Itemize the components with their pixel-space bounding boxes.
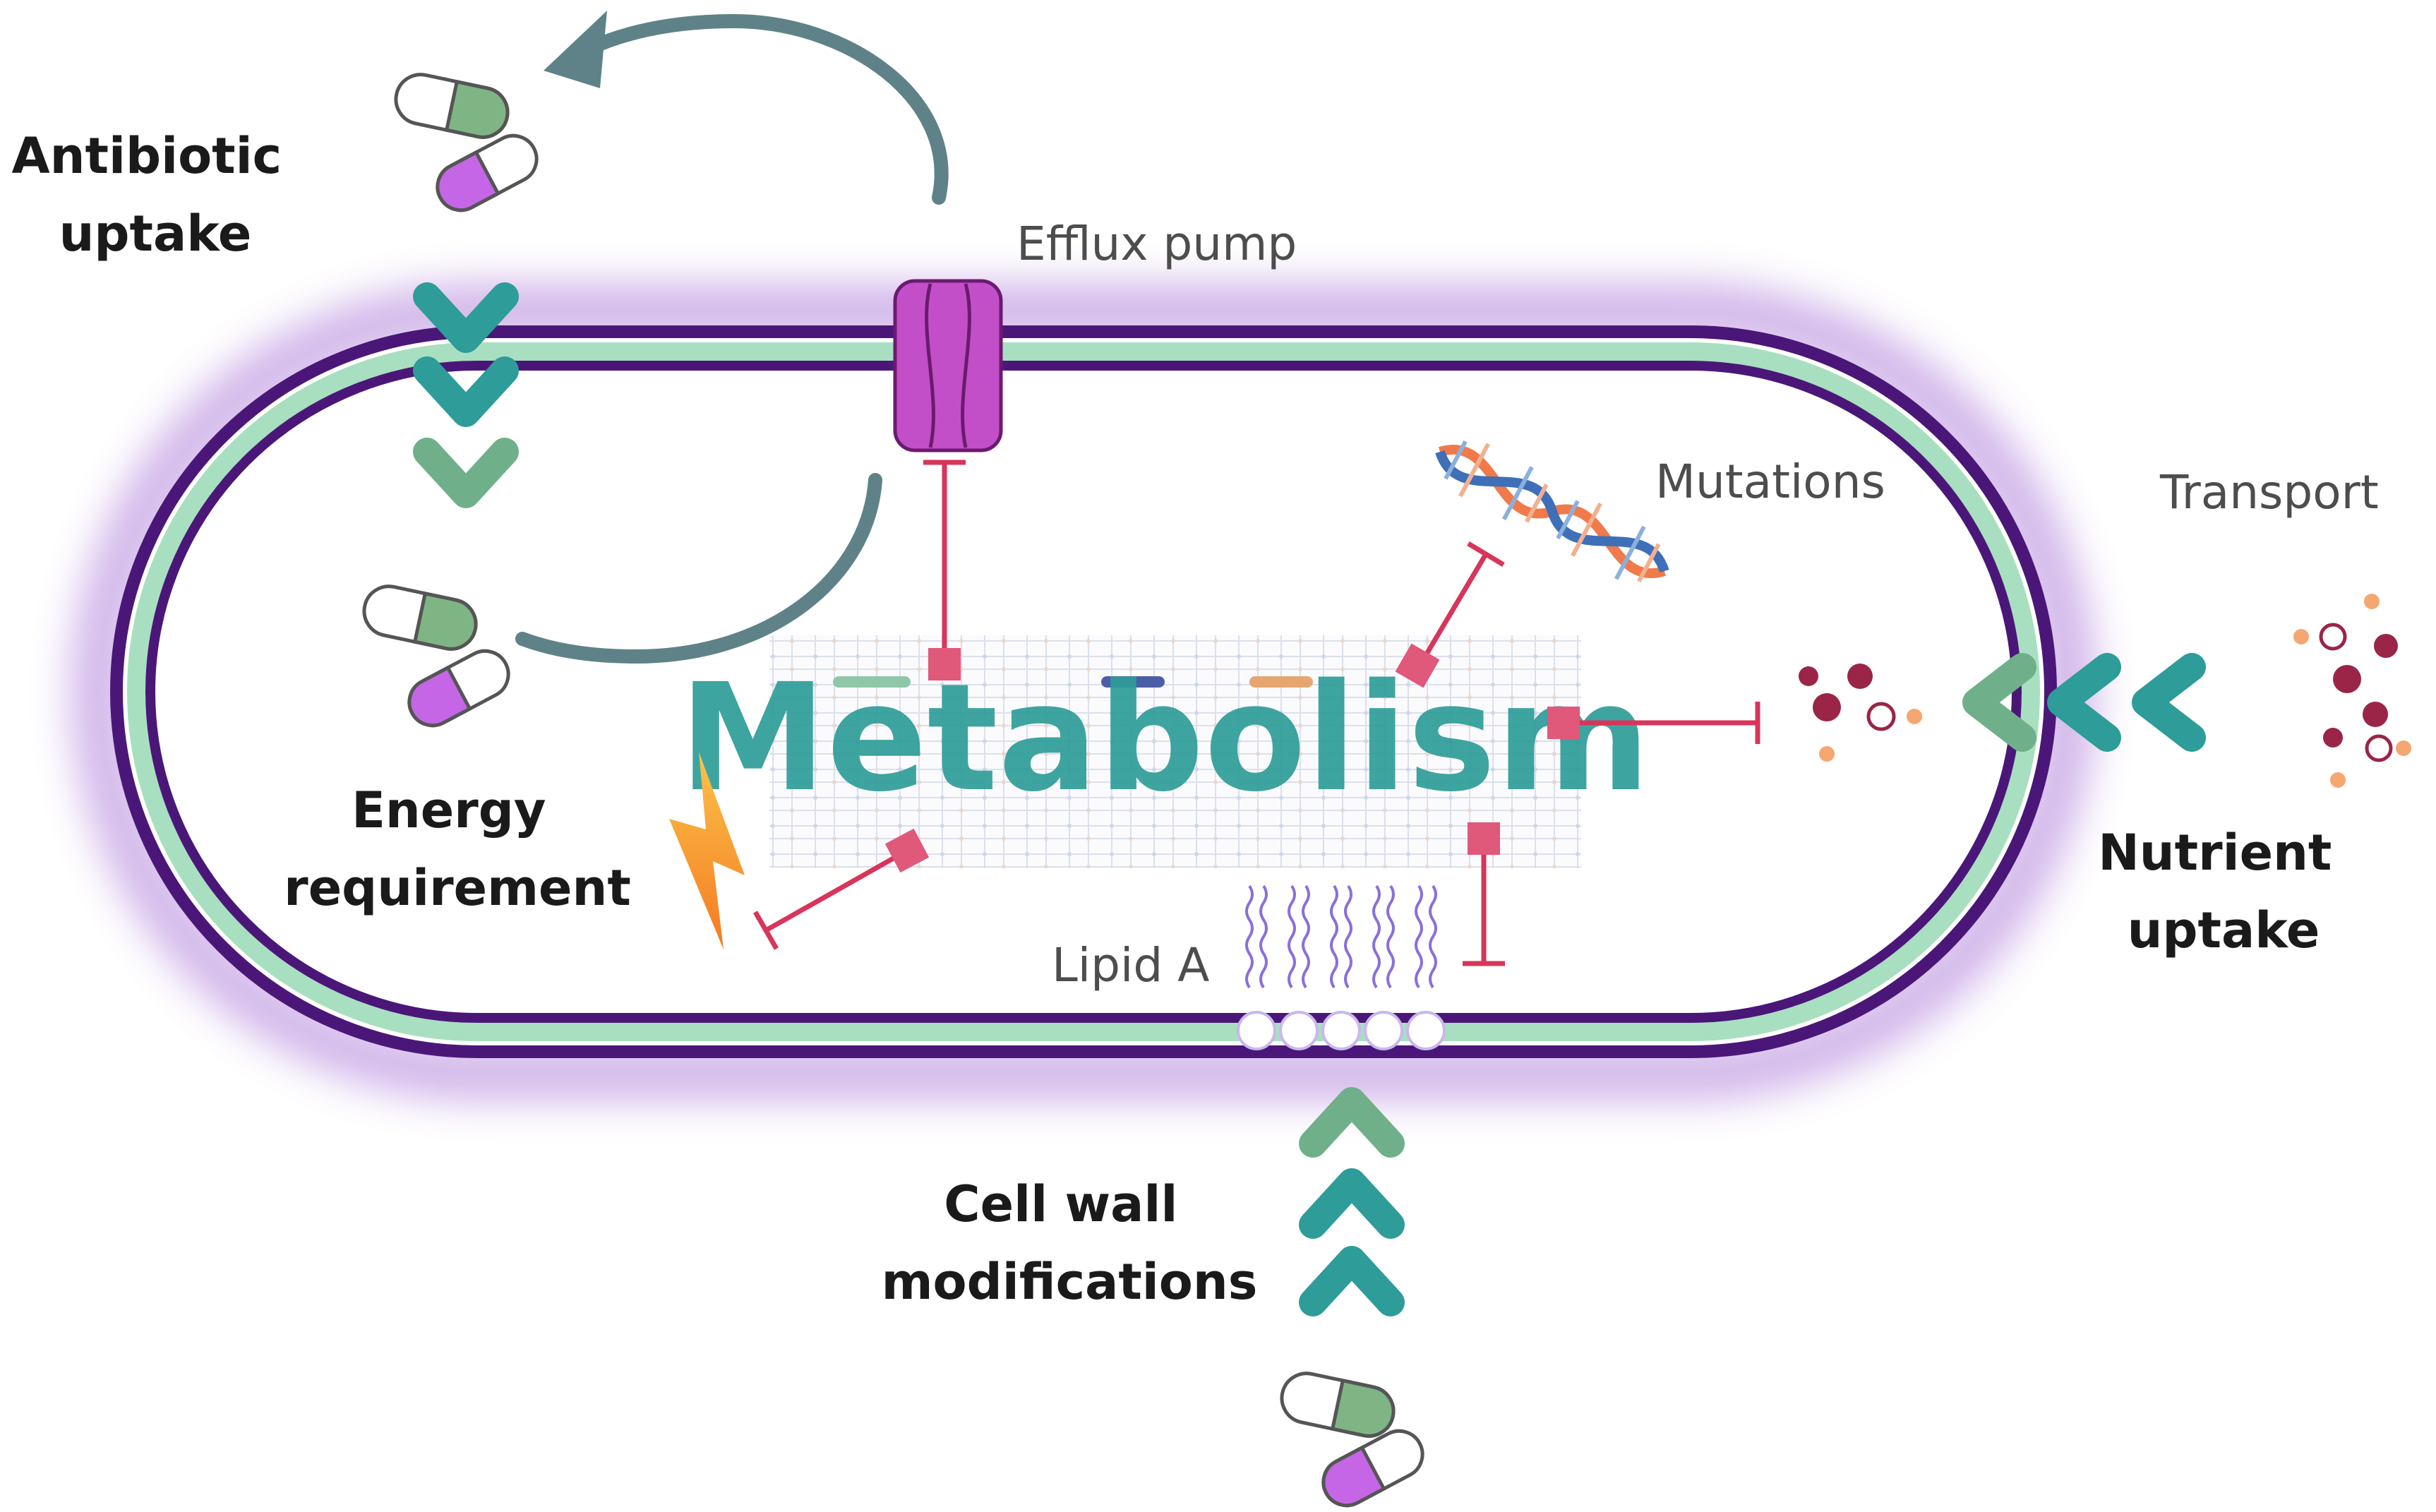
- chevron-icon: [413, 282, 519, 353]
- chevron-icon: [1962, 653, 2036, 752]
- cell-wall-modifications-label: Cell wall modifications: [882, 1175, 1258, 1311]
- dna-helix-icon: [1435, 440, 1669, 583]
- metabolic-map-background: [769, 635, 1581, 868]
- map-bar: [1249, 676, 1313, 688]
- uptake-chevrons: [413, 282, 519, 508]
- antibiotic-uptake-label: Antibiotic uptake: [12, 127, 299, 263]
- chevron-icon: [2132, 653, 2206, 752]
- lipid-a-label: Lipid A: [1052, 938, 1209, 992]
- inhibition-arrow-icon: [1395, 541, 1505, 688]
- chevron-icon: [1299, 1246, 1405, 1316]
- mutations-label: Mutations: [1655, 455, 1885, 509]
- periplasm-layer: [127, 342, 2040, 1041]
- inhibition-arrow-icon: [1547, 702, 1760, 744]
- energy-requirement-label: Energy requirement: [284, 781, 631, 917]
- pill-capsule-icon: [1321, 1429, 1424, 1508]
- inhibition-arrow-icon: [752, 828, 930, 950]
- efflux-recycle-arrow: [515, 11, 949, 664]
- chevron-icon: [2047, 653, 2121, 752]
- chevron-icon: [413, 438, 519, 508]
- inner-membrane: [145, 361, 2022, 1023]
- nutrient-chevrons: [1962, 653, 2206, 752]
- chevron-icon: [1299, 1168, 1405, 1239]
- pill-capsule-icon: [436, 133, 539, 212]
- pill-capsule-icon: [394, 73, 510, 139]
- pill-capsule-icon: [1280, 1372, 1396, 1438]
- metabolism-node: Metabolism: [679, 635, 1650, 868]
- map-bar: [833, 676, 911, 688]
- lipid-a-heads: [1237, 1011, 1446, 1050]
- metabolism-title: Metabolism: [679, 652, 1650, 824]
- pill-capsule-icon: [407, 649, 510, 728]
- inhibition-arrow-icon: [923, 460, 966, 680]
- map-bar: [1101, 676, 1165, 688]
- lightning-bolt-icon: [669, 752, 745, 949]
- transport-label: Transport: [2159, 465, 2379, 520]
- nutrient-dots-icon: [1799, 664, 1922, 762]
- efflux-pump-icon: [893, 279, 1003, 452]
- lipid-a-tails: [1245, 884, 1437, 989]
- chevron-icon: [413, 356, 519, 427]
- pill-capsule-icon: [362, 584, 478, 651]
- inhibition-arrow-icon: [1463, 822, 1505, 966]
- nutrient-uptake-label: Nutrient uptake: [2098, 824, 2349, 959]
- arrow-head-icon: [544, 11, 607, 88]
- cell-wall-chevrons: [1299, 1087, 1405, 1316]
- nutrient-dots-icon: [2293, 594, 2411, 788]
- chevron-icon: [1299, 1087, 1405, 1158]
- efflux-pump-label: Efflux pump: [1016, 217, 1297, 271]
